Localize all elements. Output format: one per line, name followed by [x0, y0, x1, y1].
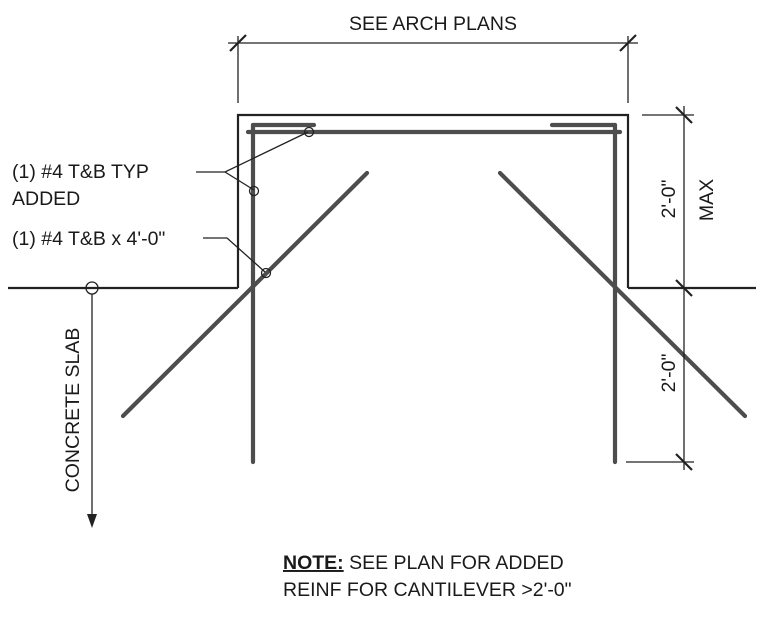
- leader-diagonal-bars: [203, 237, 266, 273]
- opening-outline: [236, 113, 630, 288]
- note-line1: NOTE: SEE PLAN FOR ADDED: [283, 552, 564, 574]
- right-dimensions: 2'-0" MAX 2'-0": [626, 106, 718, 471]
- leader-marker-diagonal-bar: [260, 267, 272, 279]
- right-dim-tick-top: [675, 106, 693, 124]
- slab-leader: [85, 281, 99, 528]
- upper-dimension-qualifier: MAX: [696, 179, 718, 221]
- top-dim-tick-right: [619, 34, 637, 52]
- right-dim-tick-bottom: [675, 453, 693, 471]
- top-dim-tick-left: [229, 34, 247, 52]
- diagonal-bar-right: [497, 170, 748, 419]
- note-line1-text: SEE PLAN FOR ADDED: [349, 552, 564, 574]
- top-dimension-label: SEE ARCH PLANS: [349, 13, 517, 35]
- note-block: NOTE: SEE PLAN FOR ADDED REINF FOR CANTI…: [283, 552, 572, 601]
- callout-leaders: [196, 126, 315, 279]
- note-line2: REINF FOR CANTILEVER >2'-0": [283, 579, 572, 601]
- callout-top-bars-line2: ADDED: [12, 188, 80, 210]
- callout-top-bars-line1: (1) #4 T&B TYP: [12, 161, 149, 183]
- slab-outline: [8, 113, 756, 290]
- note-key: NOTE:: [283, 552, 344, 574]
- callout-diagonal-bars: (1) #4 T&B x 4'-0": [12, 228, 165, 250]
- top-dimension: SEE ARCH PLANS: [228, 13, 638, 103]
- leader-top-bars-branch: [224, 171, 255, 191]
- leader-marker-top-bar: [303, 126, 315, 138]
- upper-dimension-label: 2'-0": [658, 180, 680, 219]
- concrete-slab-label: CONCRETE SLAB: [62, 328, 84, 493]
- slab-leader-arrowhead-icon: [87, 514, 97, 528]
- diagonal-bar-left: [120, 170, 370, 419]
- right-dim-tick-mid: [675, 279, 693, 297]
- reinforcing-bars: [120, 122, 748, 465]
- lower-dimension-label: 2'-0": [658, 354, 680, 393]
- leader-marker-vertical-bar: [248, 185, 260, 197]
